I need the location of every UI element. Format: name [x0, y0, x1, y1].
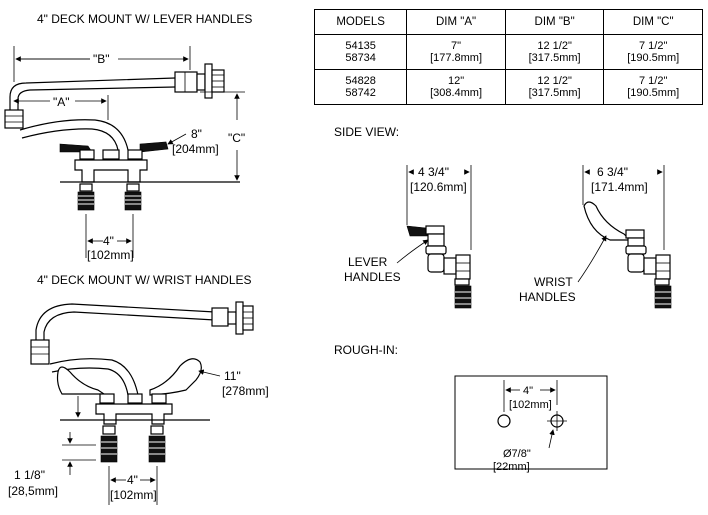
wrist-title: 4" DECK MOUNT W/ WRIST HANDLES	[37, 273, 252, 287]
header-dim-a: DIM "A"	[406, 9, 506, 35]
wrist-spacing-mm: [102mm]	[110, 488, 157, 502]
wrist-height-in: 11"	[224, 369, 241, 383]
wrist-handle-left	[56, 366, 106, 395]
header-models: MODELS	[313, 9, 408, 35]
shank-right	[148, 435, 166, 463]
lever-side-shank	[454, 285, 472, 309]
lever-dimensions: "B" "A" "C" 8" [204mm] 4" [102mm]	[13, 46, 245, 262]
spout-nozzle	[30, 339, 50, 365]
dim-a-label: "A"	[53, 95, 70, 109]
wrist-handles-label-2: HANDLES	[519, 290, 576, 304]
shank-right	[124, 191, 142, 211]
shank-left	[100, 435, 118, 463]
side-view-wrist: 6 3/4" [171.4mm] WRIST HANDLES	[519, 165, 672, 309]
dim-b-label: "B"	[93, 52, 110, 66]
wrist-handle-side	[583, 201, 632, 241]
lever-spacing-mm: [102mm]	[87, 248, 134, 262]
lever-faucet	[4, 63, 240, 211]
wrist-spacing-in: 4"	[127, 473, 138, 487]
hole-left	[497, 414, 511, 428]
lever-handle-side	[406, 225, 429, 237]
wrist-height-mm: [278mm]	[222, 384, 269, 398]
cell-dim-a: 12"[308.4mm]	[406, 69, 506, 105]
lever-handles-label-1: LEVER	[348, 255, 388, 269]
lever-handles-label-2: HANDLES	[344, 270, 401, 284]
lever-spacing-in: 4"	[103, 234, 114, 248]
rough-in-spacing-in: 4"	[523, 385, 533, 397]
rough-in-spacing-mm: [102mm]	[509, 399, 552, 411]
wrist-side-width-mm: [171.4mm]	[591, 180, 648, 194]
lever-height-mm: [204mm]	[172, 142, 219, 156]
cell-dim-c: 7 1/2"[190.5mm]	[603, 69, 703, 105]
lever-side-width-mm: [120.6mm]	[410, 180, 467, 194]
rough-in-title: ROUGH-IN:	[334, 343, 398, 357]
wrist-shank-mm: [28,5mm]	[8, 484, 58, 498]
wrist-handles-label-1: WRIST	[534, 275, 573, 289]
lever-side-width-in: 4 3/4"	[418, 165, 449, 179]
cell-dim-b: 12 1/2"[317.5mm]	[504, 69, 605, 105]
wrist-shank-in: 1 1/8"	[14, 468, 45, 482]
side-view-lever: 4 3/4" [120.6mm] LEVER HANDLES	[344, 165, 472, 309]
rough-in-diagram: 4" [102mm] Ø7/8" [22mm]	[454, 375, 608, 473]
spout-nozzle	[4, 109, 24, 129]
lever-height-in: 8"	[191, 127, 202, 141]
shank-left	[77, 191, 95, 211]
hole-diameter-in: Ø7/8"	[503, 448, 531, 460]
header-dim-c: DIM "C"	[603, 9, 703, 35]
wrist-handle-right	[149, 358, 202, 396]
table-header-row: MODELS DIM "A" DIM "B" DIM "C"	[313, 9, 703, 35]
dim-c-label: "C"	[228, 131, 245, 145]
cell-dim-c: 7 1/2"[190.5mm]	[603, 34, 703, 70]
hole-diameter-mm: [22mm]	[493, 461, 530, 473]
lever-title: 4" DECK MOUNT W/ LEVER HANDLES	[37, 12, 252, 26]
side-view-title: SIDE VIEW:	[334, 125, 399, 139]
wrist-dimensions: 11" [278mm] 1 1/8" [28,5mm] 4" [102mm]	[8, 369, 269, 505]
wrist-side-width-in: 6 3/4"	[597, 165, 628, 179]
wrist-faucet	[30, 301, 254, 463]
lever-handle-right	[139, 141, 169, 153]
wrist-side-shank	[654, 285, 672, 309]
rough-in-panel	[454, 375, 608, 470]
